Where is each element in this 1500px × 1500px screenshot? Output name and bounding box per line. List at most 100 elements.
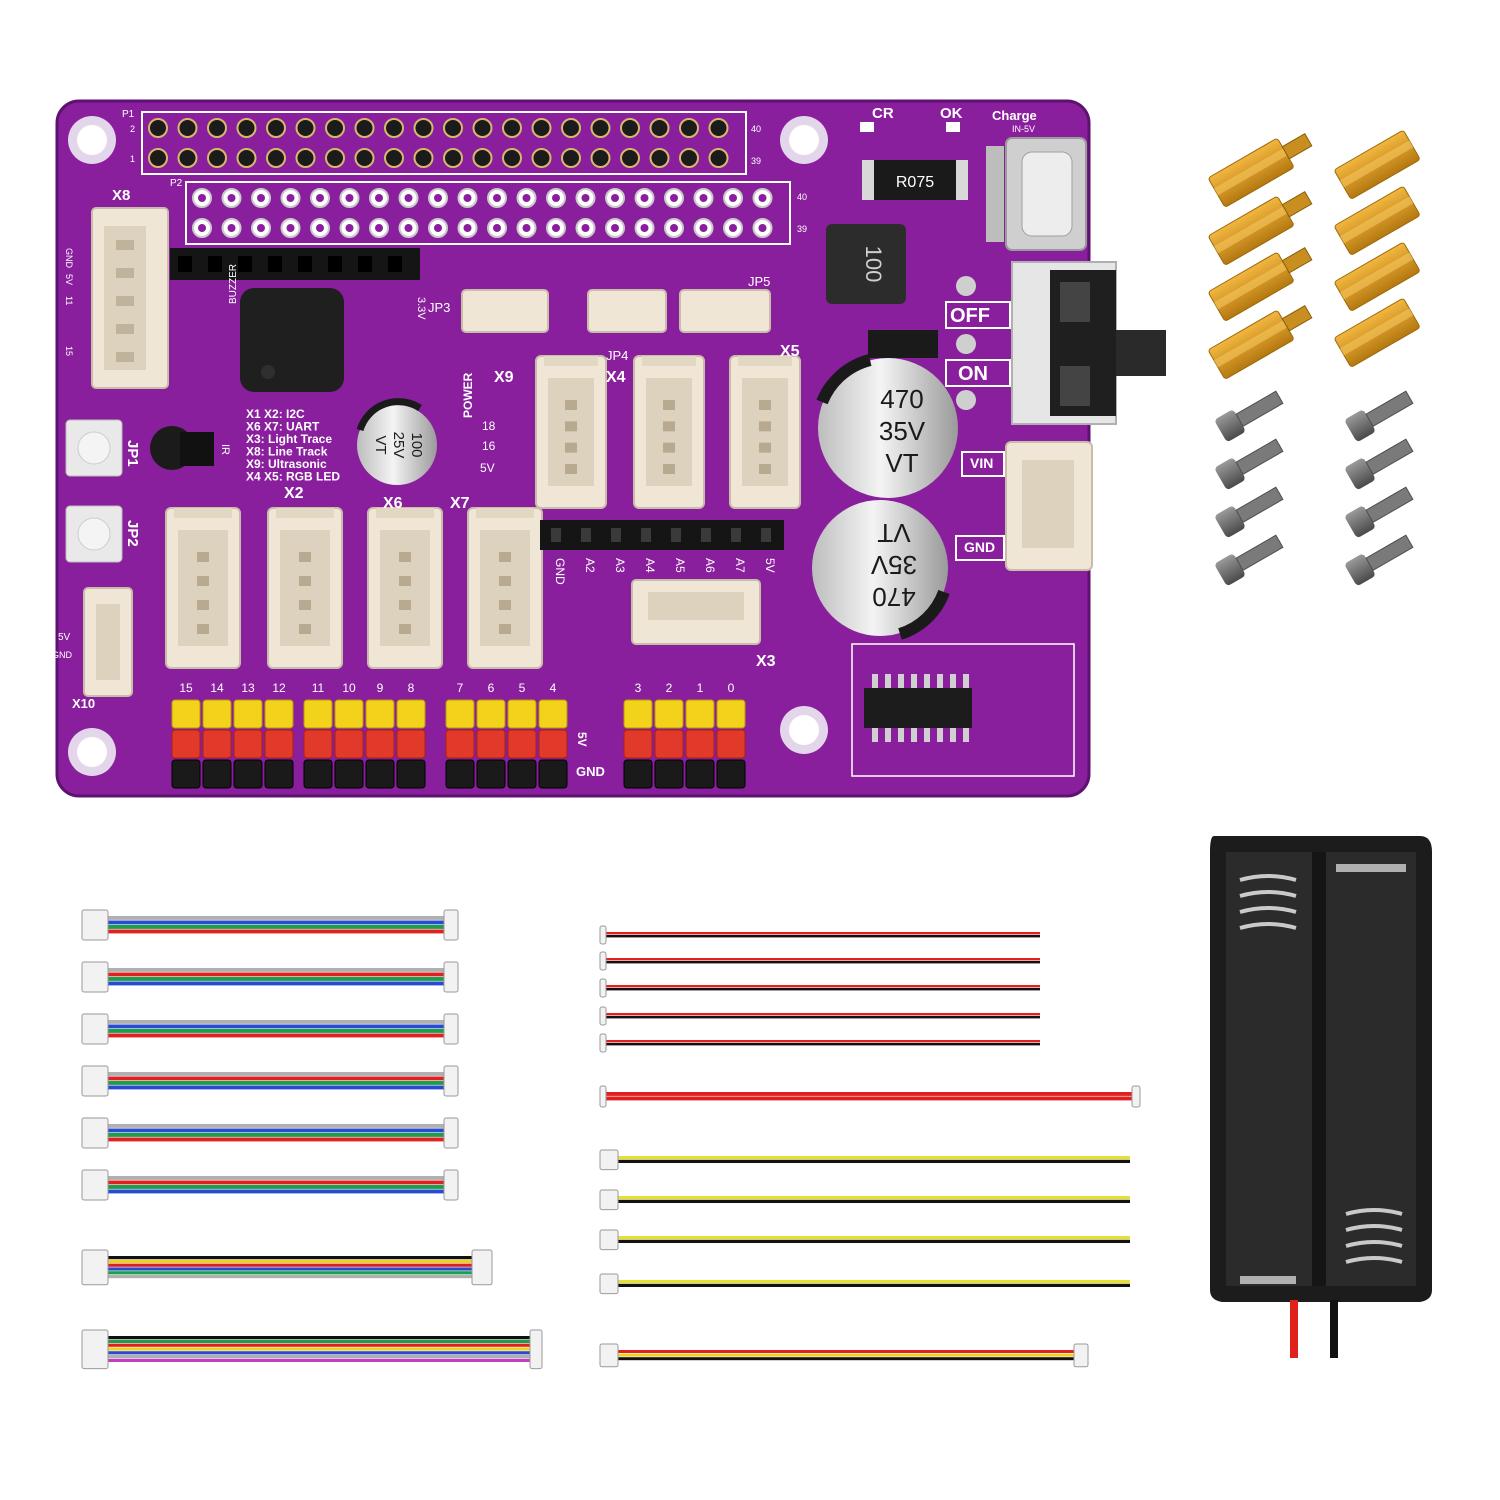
- cap-top-line3: VT: [885, 448, 918, 478]
- header-pin: [207, 148, 227, 168]
- analog-pin: [641, 528, 651, 542]
- header-pin: [266, 118, 286, 138]
- x5-label: X5: [780, 343, 800, 360]
- i2c-uart-connectors: [165, 507, 543, 669]
- servo-ground-pin: [334, 759, 364, 789]
- rgb-ultrasonic-connectors: [535, 355, 801, 509]
- pin-16-label: 16: [482, 439, 496, 453]
- analog-pin-label: A4: [643, 558, 657, 573]
- legend-line: X6 X7: UART: [246, 420, 320, 434]
- gnd-label: GND: [964, 539, 995, 555]
- header-hole-center: [670, 194, 678, 202]
- header-pin: [413, 118, 434, 138]
- battery-holder: [1210, 836, 1432, 1358]
- p2-pin-39-label: 39: [797, 224, 807, 234]
- header-pin: [708, 118, 729, 138]
- servo-signal-pin: [685, 699, 715, 729]
- header-hole-center: [434, 194, 442, 202]
- capacitor-470uf-top: 470 35V VT: [816, 354, 958, 498]
- connector-x5: [729, 355, 801, 509]
- screw: [1215, 486, 1284, 538]
- socket-hole: [238, 256, 252, 272]
- header-pin: [177, 148, 198, 168]
- header-hole-center: [345, 194, 354, 202]
- screw: [1345, 534, 1414, 586]
- x6-label: X6: [383, 495, 403, 512]
- header-hole-center: [640, 194, 649, 202]
- servo-gnd-label: GND: [576, 764, 605, 779]
- servo-signal-pin: [334, 699, 364, 729]
- connector-x2: [267, 507, 343, 669]
- analog-pin: [731, 528, 741, 542]
- servo-channel-label: 15: [179, 681, 193, 695]
- header-pin: [620, 148, 640, 168]
- header-hole-center: [493, 194, 501, 202]
- servo-ground-pin: [623, 759, 653, 789]
- servo-channel-label: 5: [519, 681, 526, 695]
- jumper-cables: [81, 909, 1141, 1370]
- servo-power-pin: [623, 729, 653, 759]
- servo-channel-label: 14: [210, 681, 224, 695]
- header-pin: [590, 148, 611, 168]
- servo-ground-pin: [202, 759, 232, 789]
- header-pin: [502, 148, 522, 168]
- socket-hole: [328, 256, 342, 272]
- header-pin: [679, 118, 699, 138]
- header-hole-center: [404, 224, 413, 232]
- header-pin: [472, 148, 493, 168]
- x9-label: X9: [494, 369, 514, 386]
- header-hole-center: [611, 194, 619, 202]
- p2-pin-40-label: 40: [797, 192, 807, 202]
- header-hole-center: [375, 224, 383, 232]
- servo-power-pin: [365, 729, 395, 759]
- analog-pin-label: A7: [733, 558, 747, 573]
- servo-ground-pin: [685, 759, 715, 789]
- pin-5v-label: 5V: [480, 461, 495, 475]
- rgb-leds: JP1 JP2: [65, 419, 141, 563]
- x10-label: X10: [72, 696, 95, 711]
- analog-pin: [611, 528, 621, 542]
- capacitor-100uf: 100 25V VT: [356, 398, 437, 485]
- servo-signal-pin: [654, 699, 684, 729]
- status-area: CR OK Charge IN-5V: [860, 105, 1037, 134]
- mounting-holes: [68, 116, 828, 776]
- servo-channel-label: 10: [342, 681, 356, 695]
- servo-ground-pin: [507, 759, 537, 789]
- servo-channel-label: 3: [635, 681, 642, 695]
- power-label: POWER: [461, 372, 475, 418]
- analog-pin: [761, 528, 771, 542]
- header-pin: [561, 148, 581, 168]
- socket-hole: [268, 256, 282, 272]
- servo-signal-pin: [396, 699, 426, 729]
- servo-power-pin: [716, 729, 746, 759]
- header-pin: [295, 148, 316, 168]
- x8-label: X8: [112, 187, 130, 204]
- servo-ground-pin: [654, 759, 684, 789]
- connector-x4: [633, 355, 705, 509]
- servo-power-pin: [396, 729, 426, 759]
- socket-hole: [388, 256, 402, 272]
- legend-line: X4 X5: RGB LED: [246, 470, 340, 484]
- servo-ground-pin: [476, 759, 506, 789]
- analog-pin: [581, 528, 591, 542]
- header-hole-center: [581, 194, 590, 202]
- header-hole-center: [316, 194, 324, 202]
- header-pin: [649, 148, 670, 168]
- servo-signal-pin: [233, 699, 263, 729]
- diode-d1: [868, 330, 938, 358]
- header-hole-center: [552, 224, 560, 232]
- cable: [81, 1169, 459, 1201]
- servo-ground-pin: [365, 759, 395, 789]
- analog-pin-label: A5: [673, 558, 687, 573]
- x3-label: X3: [756, 653, 776, 670]
- cable: [599, 1085, 1141, 1108]
- ok-led-label: OK: [940, 105, 963, 122]
- header-pin: [354, 118, 375, 138]
- header-hole-center: [286, 194, 295, 202]
- servo-channel-label: 4: [550, 681, 557, 695]
- servo-channel-label: 11: [312, 681, 325, 695]
- servo-signal-pin: [445, 699, 475, 729]
- driver-outline: [851, 643, 1075, 777]
